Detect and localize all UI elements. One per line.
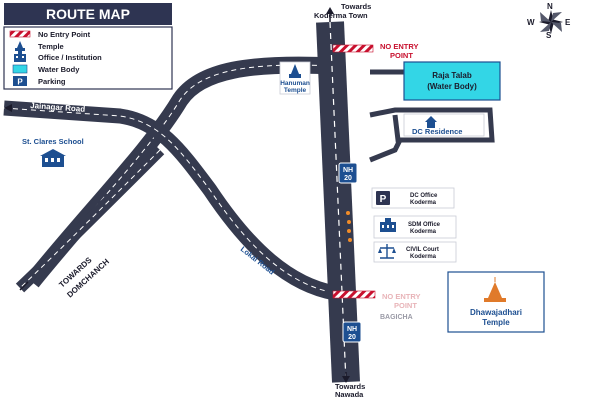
- left-arrowhead-icon: [4, 104, 12, 112]
- office-building-icon: [14, 51, 26, 62]
- nh-shield-number: 20: [344, 175, 352, 182]
- title-banner: ROUTE MAP: [4, 3, 172, 25]
- sdm-office-line1: SDM Office: [408, 222, 441, 228]
- compass-icon: N S E W: [527, 2, 571, 40]
- dc-office-card: [371, 187, 455, 209]
- sdm-office: SDM Office Koderma: [373, 215, 457, 239]
- compass-west: W: [527, 18, 535, 27]
- dc-office-line1: DC Office: [410, 193, 438, 199]
- towards-top-line2: Koderma Town: [314, 11, 368, 20]
- no-entry-hatch-icon: [332, 44, 374, 53]
- dhawajadhari-line1: Dhawajadhari: [470, 308, 522, 317]
- civil-court: CIVIL Court Koderma: [373, 241, 457, 263]
- hanuman-temple-line2: Temple: [284, 87, 307, 94]
- dhawajadhari-temple: Dhawajadhari Temple: [447, 271, 545, 333]
- svg-text:P: P: [17, 78, 23, 87]
- compass-east: E: [565, 18, 571, 27]
- dc-office: P DC Office Koderma: [371, 187, 455, 209]
- office-building-icon: [380, 218, 396, 232]
- nh-shield-text: NH: [343, 167, 353, 174]
- legend-label: Office / Institution: [38, 53, 102, 62]
- sdm-office-line2: Koderma: [410, 229, 437, 235]
- curved-road: [25, 56, 336, 288]
- nh20-shield-lower: NH 20: [342, 321, 362, 343]
- legend: No Entry Point Temple Office / Instituti…: [3, 26, 173, 90]
- sdm-office-card: [373, 215, 457, 239]
- towards-top-line1: Towards: [341, 2, 371, 11]
- no-entry-top-line1: NO ENTRY: [380, 42, 418, 51]
- st-clares-school: St. Clares School: [22, 137, 84, 167]
- dc-residence-card: [403, 113, 485, 137]
- raja-talab-line1: Raja Talab: [432, 71, 472, 80]
- legend-label: Water Body: [38, 65, 80, 74]
- dhawajadhari-line2: Temple: [482, 318, 510, 327]
- down-left-arrow-icon: [19, 281, 29, 291]
- road-network: [3, 21, 495, 383]
- temple-icon: [15, 41, 25, 51]
- hanuman-temple-line1: Hanuman: [280, 80, 310, 87]
- bagicha-label: BAGICHA: [380, 314, 413, 321]
- no-entry-top-line2: POINT: [390, 51, 413, 60]
- jainagar-road-label: Jainagar Road: [30, 101, 86, 114]
- legend-label: Temple: [38, 42, 64, 51]
- raja-talab: Raja Talab (Water Body): [403, 61, 501, 101]
- no-entry-point-bottom: NO ENTRY POINT: [332, 290, 420, 310]
- no-entry-hatch-icon: [9, 30, 31, 38]
- office-building-icon: [40, 149, 66, 167]
- civil-court-line1: CIVIL Court: [406, 247, 439, 253]
- towards-bottom-line2: Nawada: [335, 390, 364, 399]
- dc-residence: DC Residence: [403, 113, 485, 137]
- legend-box: [3, 26, 173, 90]
- towards-bottom-line1: Towards: [335, 382, 365, 391]
- civil-court-card: [373, 241, 457, 263]
- up-arrowhead-icon: [326, 7, 334, 14]
- jainagar-direction: [4, 104, 12, 112]
- legend-label: Parking: [38, 77, 66, 86]
- dc-office-line2: Koderma: [410, 200, 437, 206]
- house-icon: [425, 116, 437, 128]
- svg-text:P: P: [380, 194, 387, 205]
- dc-residence-label: DC Residence: [412, 127, 462, 136]
- domchanch-centerline: [19, 149, 161, 289]
- raja-talab-line2: (Water Body): [427, 82, 477, 91]
- no-entry-bottom-line1: NO ENTRY: [382, 292, 420, 301]
- water-body-icon: [403, 61, 501, 101]
- no-entry-bottom-line2: POINT: [394, 301, 417, 310]
- temple-icon: [484, 277, 506, 302]
- parking-icon: P: [376, 191, 390, 205]
- compass-south: S: [546, 31, 552, 40]
- nh-shield-text: NH: [347, 326, 357, 333]
- jainagar-centerline: [3, 107, 336, 294]
- barricade-markers: [346, 211, 352, 242]
- temple-icon: [289, 64, 301, 78]
- bottom-direction: Towards Nawada: [335, 372, 365, 399]
- map-title: ROUTE MAP: [46, 6, 130, 22]
- legend-label: No Entry Point: [38, 30, 91, 39]
- civil-court-line2: Koderma: [410, 254, 437, 260]
- no-entry-hatch-icon: [332, 290, 376, 299]
- st-clares-label: St. Clares School: [22, 137, 84, 146]
- scales-of-justice-icon: [378, 244, 396, 259]
- no-entry-point-top: NO ENTRY POINT: [332, 42, 418, 60]
- hanuman-temple: Hanuman Temple: [279, 61, 311, 95]
- parking-icon: P: [13, 76, 27, 87]
- water-body-icon: [12, 64, 28, 74]
- top-direction: Towards Koderma Town: [314, 2, 371, 22]
- nh20-shield-upper: NH 20: [338, 162, 358, 184]
- title-background: [4, 3, 172, 25]
- compass-north: N: [547, 2, 553, 11]
- nh-shield-number: 20: [348, 334, 356, 341]
- down-arrowhead-icon: [342, 376, 350, 383]
- curved-road-centerline: [31, 64, 336, 283]
